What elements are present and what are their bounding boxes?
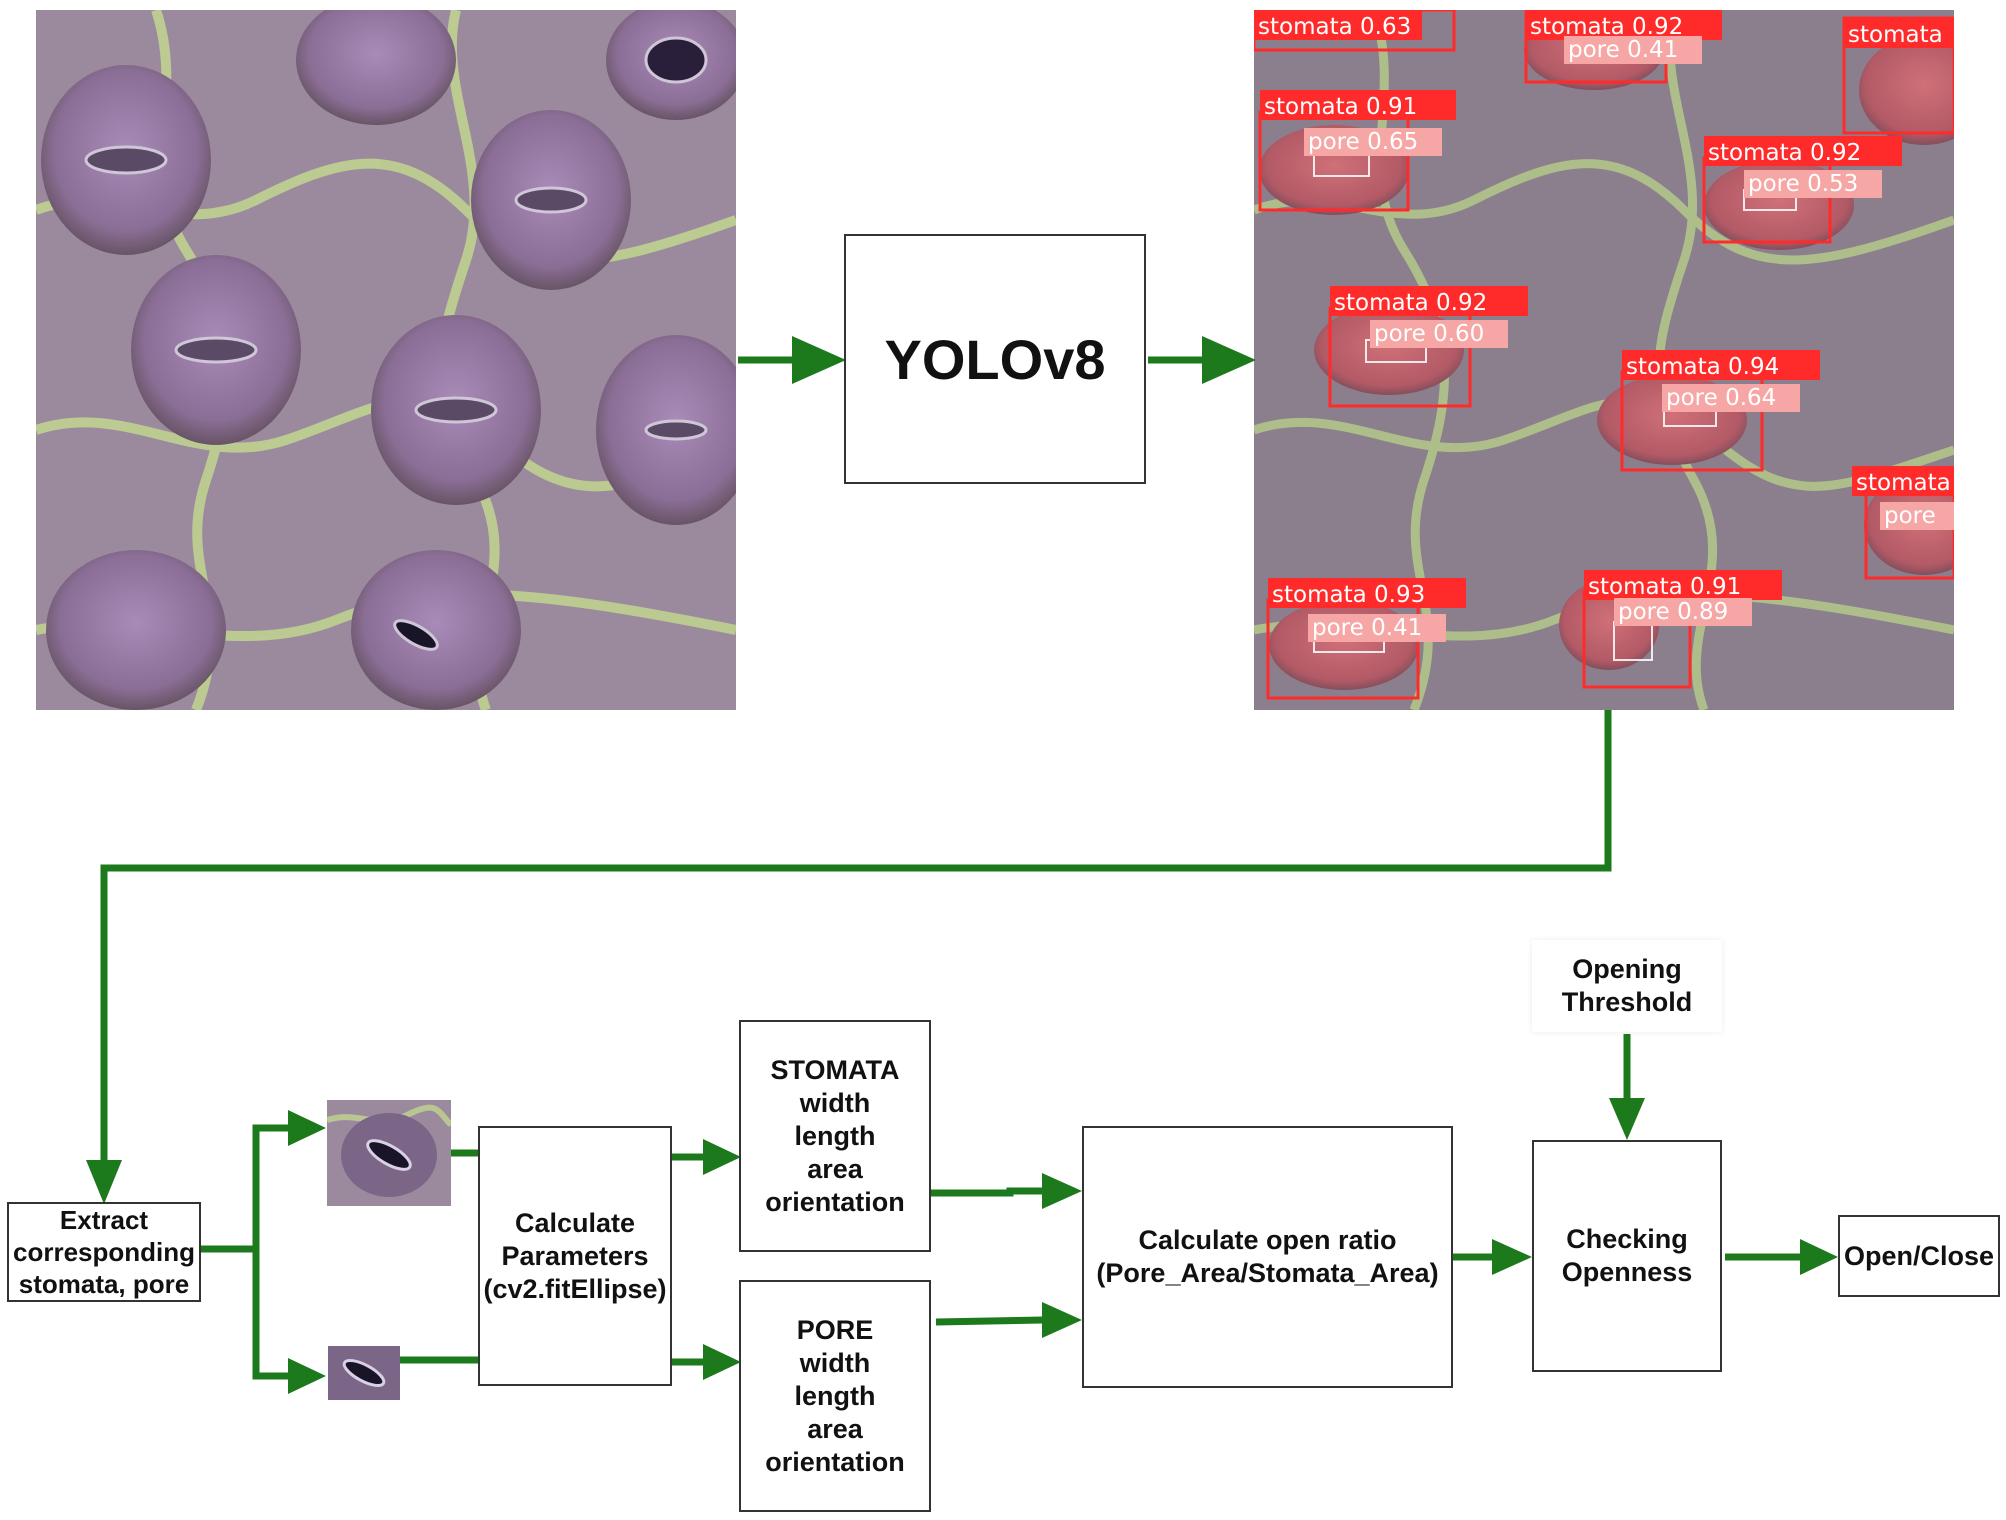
extract-label: Extract corresponding stomata, pore <box>12 1205 195 1299</box>
stomata-label-1: stomata 0.63 <box>1258 14 1411 40</box>
arrowheads <box>86 336 1838 1394</box>
connector-lines <box>100 356 1803 1380</box>
microscope-stomata-image <box>36 10 736 710</box>
connector-extract-to-stomata-crop <box>200 1124 290 1253</box>
pore-label-7: pore 0.64 <box>1666 385 1776 411</box>
pore-crop-image <box>328 1346 400 1400</box>
stomata-label-2: stomata 0.92 <box>1530 14 1683 40</box>
pore-parameters-box: PORE width length area orientation <box>739 1280 931 1512</box>
opening-threshold-label: Opening Threshold <box>1561 954 1693 1017</box>
pore-label-2: pore 0.41 <box>1568 37 1678 63</box>
pore-label-10: pore 0.89 <box>1618 599 1728 625</box>
stomata-parameters-box: STOMATA width length area orientation <box>739 1020 931 1252</box>
stomata-parameters-label: STOMATA width length area orientation <box>765 1054 905 1217</box>
pore-label-4: pore 0.65 <box>1308 129 1418 155</box>
pore-label-8: pore <box>1884 503 1936 529</box>
yolov8-label: YOLOv8 <box>884 327 1106 391</box>
stomata-box-1 <box>1254 10 1456 52</box>
checking-openness-box: Checking Openness <box>1532 1140 1722 1372</box>
pore-label-5: pore 0.53 <box>1748 171 1858 197</box>
stomata-label-8: stomata <box>1856 470 1951 496</box>
opening-threshold-label-box: Opening Threshold <box>1532 940 1722 1032</box>
pore-label-6: pore 0.60 <box>1374 321 1484 347</box>
yolov8-model-box: YOLOv8 <box>844 234 1146 484</box>
stomata-crop-image <box>327 1100 451 1206</box>
micrograph-pores <box>84 36 708 651</box>
calculate-parameters-box: Calculate Parameters (cv2.fitEllipse) <box>478 1126 672 1386</box>
extract-box: Extract corresponding stomata, pore <box>7 1202 201 1302</box>
stomata-label-3: stomata <box>1848 22 1943 48</box>
stomata-label-4: stomata 0.91 <box>1264 94 1417 120</box>
open-close-result-box: Open/Close <box>1838 1215 2000 1297</box>
stomata-label-6: stomata 0.92 <box>1334 290 1487 316</box>
stomata-label-5: stomata 0.92 <box>1708 140 1861 166</box>
arrow-pore-to-ratio <box>935 1316 1043 1326</box>
connector-output-to-extract <box>100 710 1612 1164</box>
open-ratio-label: Calculate open ratio (Pore_Area/Stomata_… <box>1096 1225 1439 1288</box>
open-close-result-label: Open/Close <box>1843 1240 1995 1271</box>
arrow-stomata-to-ratio <box>931 1187 1042 1197</box>
calculate-parameters-label: Calculate Parameters (cv2.fitEllipse) <box>483 1207 667 1304</box>
pore-parameters-label: PORE width length area orientation <box>765 1314 905 1477</box>
detection-output-image: stomata 0.63 stomata 0.92 pore 0.41 stom… <box>1254 10 1954 710</box>
pore-label-9: pore 0.41 <box>1312 615 1422 641</box>
connector-extract-to-pore-crop <box>252 1249 292 1380</box>
checking-openness-label: Checking Openness <box>1561 1224 1693 1287</box>
stomata-label-9: stomata 0.93 <box>1272 582 1425 608</box>
stomata-label-10: stomata 0.91 <box>1588 574 1741 600</box>
stomata-label-7: stomata 0.94 <box>1626 354 1779 380</box>
open-ratio-box: Calculate open ratio (Pore_Area/Stomata_… <box>1082 1126 1453 1388</box>
